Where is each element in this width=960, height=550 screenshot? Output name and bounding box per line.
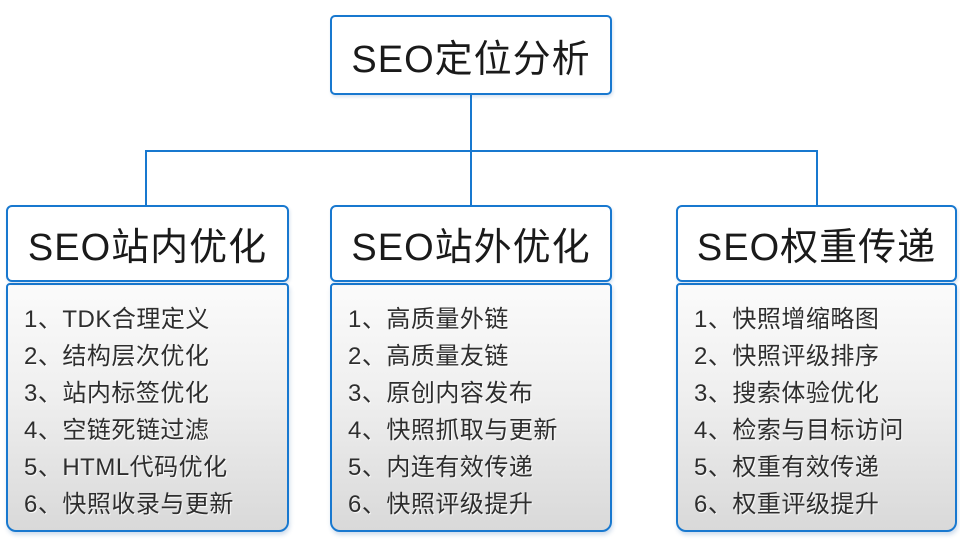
connector-drop-left: [145, 150, 147, 207]
root-node-title: SEO定位分析: [351, 38, 591, 81]
branch-onsite-title: SEO站内优化: [27, 227, 268, 269]
list-item: 1、快照增缩略图: [694, 306, 880, 333]
connector-horizontal: [145, 150, 818, 152]
branch-weight-list: 1、快照增缩略图 2、快照评级排序 3、搜索体验优化 4、检索与目标访问 5、权…: [676, 283, 957, 532]
branch-onsite-list: 1、TDK合理定义 2、结构层次优化 3、站内标签优化 4、空链死链过滤 5、H…: [6, 283, 289, 532]
list-item: 5、权重有效传递: [694, 454, 880, 481]
list-item: 2、快照评级排序: [694, 343, 880, 370]
list-item: 6、快照评级提升: [348, 491, 534, 518]
list-item: 5、内连有效传递: [348, 454, 534, 481]
list-item: 2、结构层次优化: [24, 343, 210, 370]
list-item: 2、高质量友链: [348, 343, 509, 370]
list-item: 4、空链死链过滤: [24, 417, 210, 444]
list-item: 1、高质量外链: [348, 306, 509, 333]
list-item: 1、TDK合理定义: [24, 306, 210, 333]
branch-weight-title: SEO权重传递: [696, 227, 937, 269]
root-node: SEO定位分析: [330, 15, 612, 95]
branch-weight: SEO权重传递 1、快照增缩略图 2、快照评级排序 3、搜索体验优化 4、检索与…: [676, 205, 957, 532]
branch-offsite: SEO站外优化 1、高质量外链 2、高质量友链 3、原创内容发布 4、快照抓取与…: [330, 205, 612, 532]
branch-offsite-header: SEO站外优化: [330, 205, 612, 282]
list-item: 6、权重评级提升: [694, 491, 880, 518]
connector-drop-middle: [470, 150, 472, 207]
connector-drop-right: [816, 150, 818, 207]
branch-offsite-title: SEO站外优化: [351, 227, 591, 269]
connector-root-stem: [470, 95, 472, 152]
branch-weight-header: SEO权重传递: [676, 205, 957, 282]
list-item: 5、HTML代码优化: [24, 454, 228, 481]
list-item: 3、原创内容发布: [348, 380, 534, 407]
branch-onsite: SEO站内优化 1、TDK合理定义 2、结构层次优化 3、站内标签优化 4、空链…: [6, 205, 289, 532]
list-item: 4、检索与目标访问: [694, 417, 904, 444]
list-item: 3、搜索体验优化: [694, 380, 880, 407]
list-item: 6、快照收录与更新: [24, 491, 234, 518]
branch-offsite-list: 1、高质量外链 2、高质量友链 3、原创内容发布 4、快照抓取与更新 5、内连有…: [330, 283, 612, 532]
list-item: 3、站内标签优化: [24, 380, 210, 407]
list-item: 4、快照抓取与更新: [348, 417, 558, 444]
branch-onsite-header: SEO站内优化: [6, 205, 289, 282]
